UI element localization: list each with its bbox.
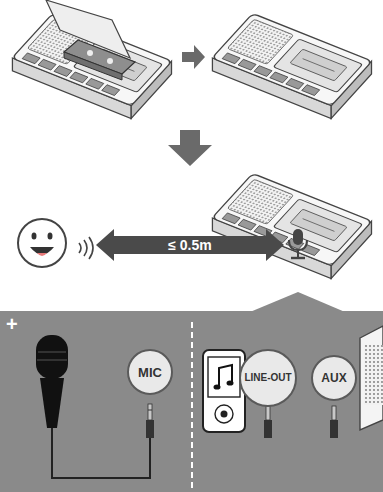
distance-label: ≤ 0.5m [168,238,211,252]
jack-label: MIC [138,366,162,379]
jack-label: AUX [321,372,346,384]
jack-circle: AUX [311,355,357,401]
jack-circle: MIC [127,349,173,395]
jack-label: LINE-OUT [244,373,291,383]
plus-sign: + [6,314,18,334]
jack-circle: LINE-OUT [239,349,297,407]
